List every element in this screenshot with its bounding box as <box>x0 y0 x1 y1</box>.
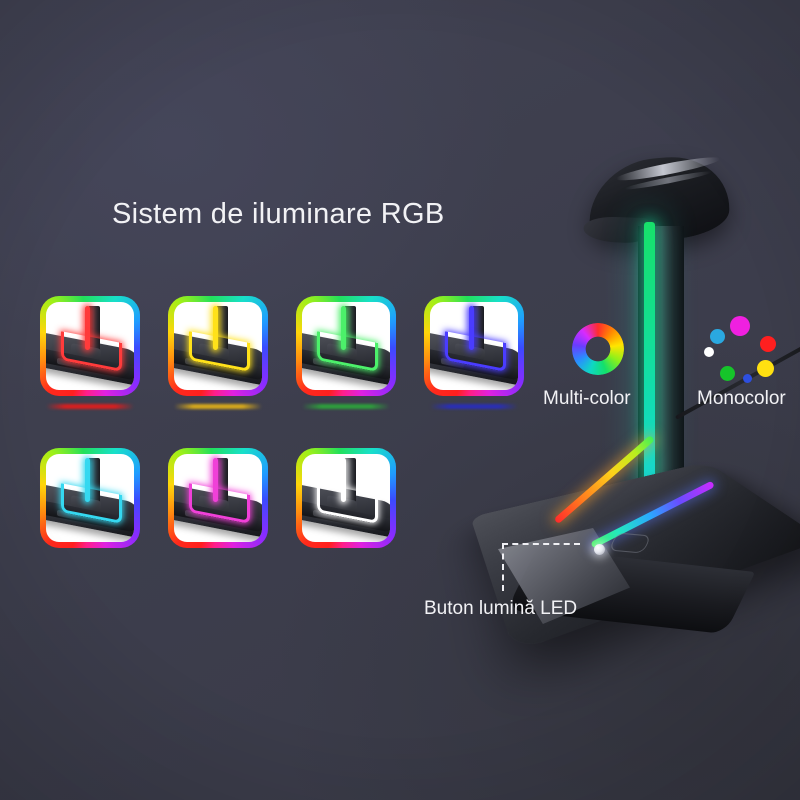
monocolor-label: Monocolor <box>697 388 786 409</box>
swatch-preview <box>430 302 518 390</box>
mini-column-led <box>340 306 346 351</box>
mini-column-led <box>84 306 90 351</box>
mini-column <box>344 305 356 352</box>
swatch-preview <box>46 302 134 390</box>
swatch-preview <box>302 302 390 390</box>
mini-stand-render <box>302 302 390 390</box>
mini-column-led <box>212 458 218 503</box>
mini-stand-render <box>46 302 134 390</box>
color-dot-6 <box>710 329 725 344</box>
swatch-glow-red <box>46 404 134 409</box>
color-dot-0 <box>730 316 750 336</box>
color-dot-1 <box>760 336 776 352</box>
color-dots-icon <box>700 316 788 383</box>
swatch-preview <box>302 454 390 542</box>
page-title: Sistem de iluminare RGB <box>112 198 445 230</box>
swatch-glow-green <box>302 404 390 409</box>
product-illustration <box>470 130 800 653</box>
swatch-glow-yellow <box>174 404 262 409</box>
swatch-preview <box>174 302 262 390</box>
multicolor-label: Multi-color <box>543 388 631 409</box>
swatch-preview <box>46 454 134 542</box>
color-swatch-blue[interactable] <box>424 296 524 396</box>
swatch-preview <box>174 454 262 542</box>
column-led-strip <box>644 222 655 560</box>
mini-column <box>472 305 484 352</box>
color-dot-5 <box>704 347 714 357</box>
mini-column-led <box>468 306 474 351</box>
mini-stand-render <box>46 454 134 542</box>
color-dot-2 <box>757 360 774 377</box>
mini-column-led <box>84 458 90 503</box>
mini-column-led <box>212 306 218 351</box>
mini-column <box>88 457 100 504</box>
swatch-glow-blue <box>430 404 518 409</box>
mini-column <box>216 305 228 352</box>
color-dot-4 <box>743 374 752 383</box>
color-swatch-yellow[interactable] <box>168 296 268 396</box>
callout-label: Buton lumină LED <box>424 598 578 619</box>
mini-stand-render <box>302 454 390 542</box>
color-dot-3 <box>720 366 735 381</box>
mini-stand-render <box>174 302 262 390</box>
color-wheel-icon <box>572 323 624 375</box>
color-swatch-cyan[interactable] <box>40 448 140 548</box>
led-light-button[interactable] <box>594 544 605 555</box>
callout-line <box>502 543 580 591</box>
color-swatch-red[interactable] <box>40 296 140 396</box>
color-swatch-white[interactable] <box>296 448 396 548</box>
mini-column <box>216 457 228 504</box>
mini-column <box>88 305 100 352</box>
mini-stand-render <box>174 454 262 542</box>
mini-stand-render <box>430 302 518 390</box>
mini-column-led <box>340 458 346 503</box>
color-swatch-green[interactable] <box>296 296 396 396</box>
color-swatch-magenta[interactable] <box>168 448 268 548</box>
mini-column <box>344 457 356 504</box>
